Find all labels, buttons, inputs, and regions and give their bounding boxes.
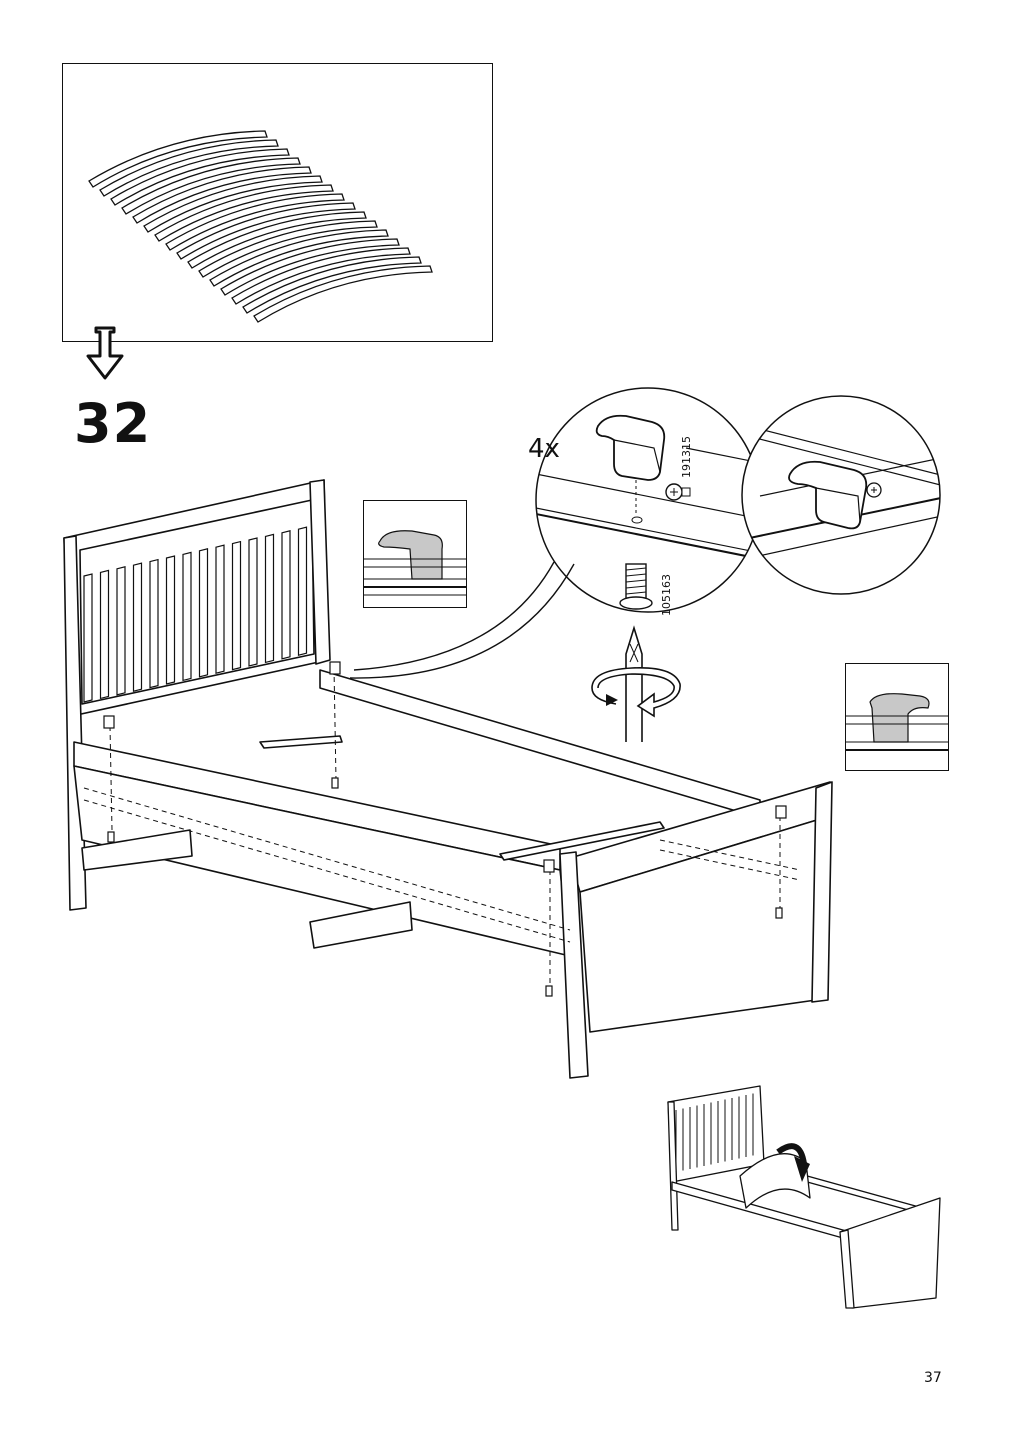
down-arrow-icon <box>86 326 124 380</box>
slatted-bed-base-illustration <box>88 130 433 323</box>
holder-detail-circle <box>535 387 761 613</box>
bed-frame-illustration <box>63 479 833 1079</box>
slat-base-panel <box>62 63 493 342</box>
page-number: 37 <box>924 1370 942 1386</box>
holder-detail-box-left <box>363 500 467 608</box>
quantity-label: 4x <box>528 434 560 464</box>
step-number: 32 <box>74 392 152 455</box>
holder-detail-box-right <box>845 663 949 771</box>
holder-gray-detail <box>364 530 466 596</box>
callout-connector <box>349 561 575 679</box>
clockwise-rotation-icon <box>591 667 681 718</box>
holder-gray-detail <box>846 693 948 751</box>
bed-with-slats-overview <box>667 1085 941 1309</box>
screwdriver-icon <box>625 625 643 742</box>
holder-result-circle <box>741 395 941 595</box>
